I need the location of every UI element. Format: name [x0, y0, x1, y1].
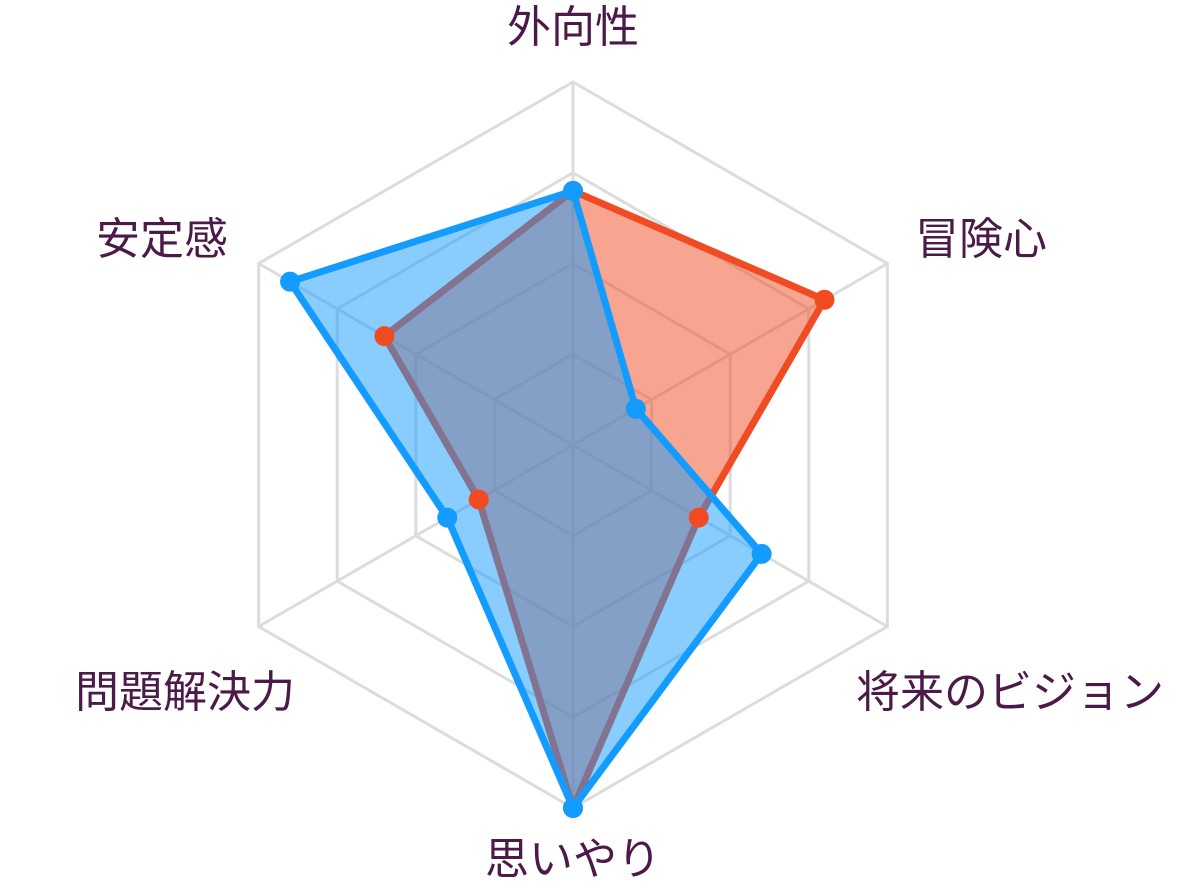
- series-2-point[interactable]: [751, 543, 772, 564]
- series-1-point[interactable]: [468, 489, 489, 510]
- series-1-point[interactable]: [688, 507, 709, 528]
- series-2-point[interactable]: [563, 180, 583, 201]
- axis-label: 外向性: [507, 2, 639, 53]
- axis-label: 冒険心: [915, 214, 1047, 265]
- series-2-point[interactable]: [625, 398, 646, 419]
- radar-series: [280, 180, 835, 818]
- series-1-point[interactable]: [374, 326, 395, 347]
- axis-label: 思いやり: [485, 834, 661, 885]
- series-2-point[interactable]: [280, 271, 301, 292]
- axis-label: 安定感: [96, 214, 228, 265]
- axis-label: 問題解決力: [75, 667, 295, 718]
- series-1-point[interactable]: [814, 289, 835, 310]
- series-2-point[interactable]: [563, 798, 583, 818]
- axis-label: 将来のビジョン: [856, 667, 1164, 718]
- series-2-point[interactable]: [437, 507, 458, 528]
